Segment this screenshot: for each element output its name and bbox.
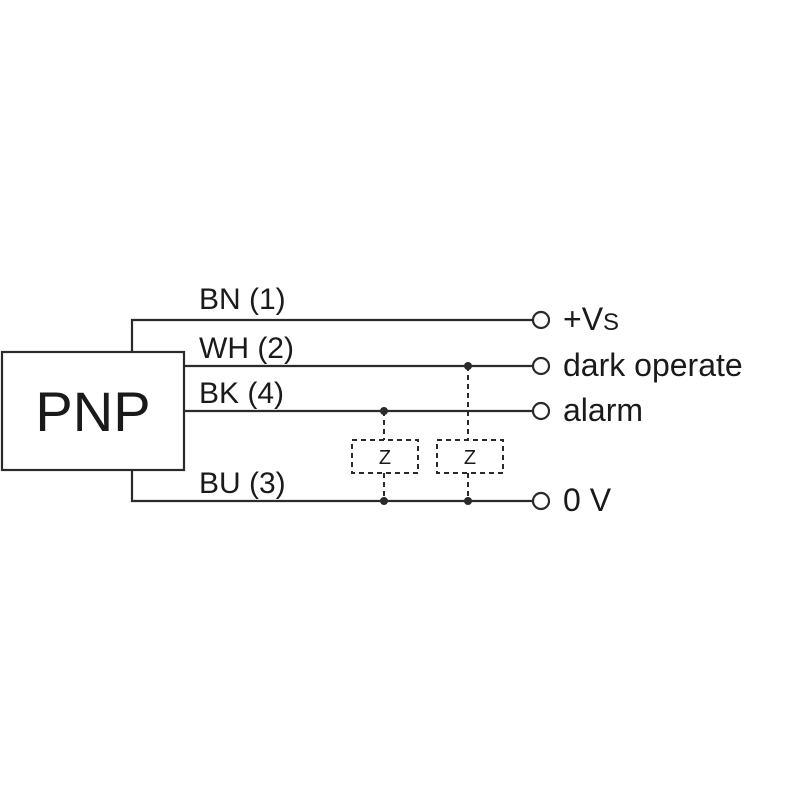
load-1-label: Z	[379, 447, 391, 469]
load-2-box	[436, 439, 504, 474]
pnp-device-box	[0, 350, 186, 472]
terminal-dark-operate-label: dark operate	[563, 347, 743, 383]
load-1: Z	[351, 407, 419, 505]
wire-bn	[130, 318, 532, 352]
load-1-node-bk	[380, 407, 388, 415]
terminal-alarm-label: alarm	[563, 392, 643, 428]
load-2-node-wh	[464, 362, 472, 370]
pnp-device-label: PNP	[35, 380, 150, 443]
load-2: Z	[436, 362, 504, 505]
wire-bk-label: BK (4)	[199, 377, 284, 410]
wire-bu-label: BU (3)	[199, 467, 286, 500]
wire-bu	[130, 470, 532, 503]
load-2-node-bu	[464, 497, 472, 505]
load-1-node-bu	[380, 497, 388, 505]
terminal-vs-label: +VS	[563, 301, 619, 337]
terminal-0v-label: 0 V	[563, 482, 612, 518]
wire-bn-label: BN (1)	[199, 283, 286, 316]
terminal-vs	[531, 310, 551, 330]
terminal-dark-operate	[531, 356, 551, 376]
terminal-0v	[531, 491, 551, 511]
terminal-vs-subscript: S	[603, 309, 619, 336]
wire-wh-label: WH (2)	[199, 332, 294, 365]
load-1-box	[351, 439, 419, 474]
load-2-label: Z	[464, 447, 476, 469]
terminal-alarm	[531, 401, 551, 421]
